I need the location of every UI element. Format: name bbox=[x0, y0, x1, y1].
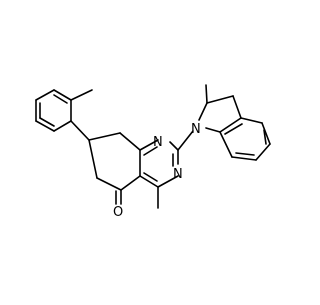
c2-to-indoline-bond bbox=[177, 130, 194, 151]
indoline-benzene-ring bbox=[219, 117, 271, 161]
indoline-n-label: N bbox=[191, 122, 201, 137]
pyrimidine-ring bbox=[139, 139, 179, 188]
tolyl-to-c7-bond bbox=[70, 120, 90, 141]
oxygen-label: O bbox=[113, 205, 123, 220]
tolyl-ring bbox=[35, 89, 72, 132]
tolyl-methyl-bond bbox=[70, 89, 93, 101]
cyclohexanone-ring bbox=[88, 132, 141, 191]
indoline-five-ring bbox=[198, 95, 242, 133]
indoline-methyl-bond bbox=[205, 84, 208, 104]
molecule-canvas: O N N N bbox=[35, 84, 271, 220]
chemical-structure-diagram: O N N N bbox=[35, 84, 271, 220]
pyrimidine-n-top-label: N bbox=[153, 135, 163, 150]
pyrimidine-n-bottom-label: N bbox=[173, 167, 183, 182]
